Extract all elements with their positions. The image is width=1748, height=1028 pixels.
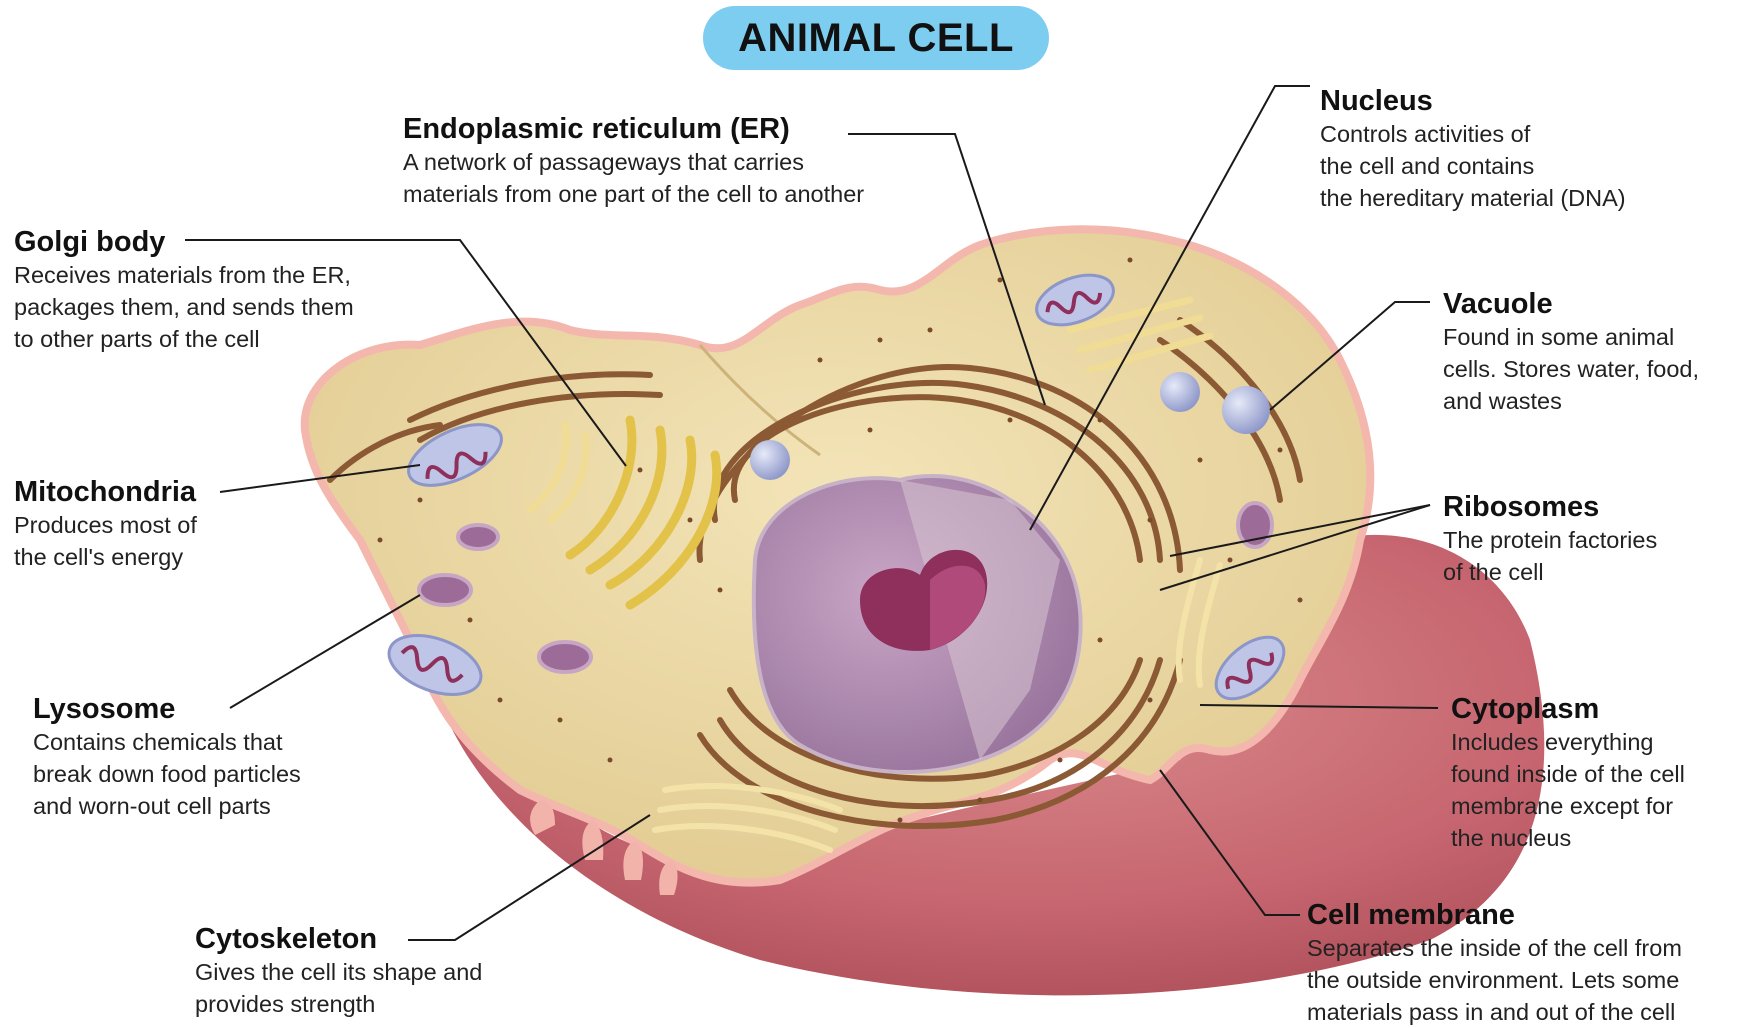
title-banner: ANIMAL CELL	[703, 6, 1049, 70]
label-name: Golgi body	[14, 225, 354, 259]
label-description: Receives materials from the ER,packages …	[14, 259, 354, 355]
label-cytoskeleton: Cytoskeleton Gives the cell its shape an…	[195, 922, 482, 1020]
label-name: Cytoplasm	[1451, 692, 1685, 726]
label-name: Cell membrane	[1307, 898, 1682, 932]
label-name: Ribosomes	[1443, 490, 1657, 524]
label-golgi-body: Golgi body Receives materials from the E…	[14, 225, 354, 355]
label-endoplasmic-reticulum: Endoplasmic reticulum (ER) A network of …	[403, 112, 864, 210]
label-name: Nucleus	[1320, 84, 1626, 118]
label-cell-membrane: Cell membrane Separates the inside of th…	[1307, 898, 1682, 1028]
page-title: ANIMAL CELL	[738, 16, 1014, 61]
label-name: Endoplasmic reticulum (ER)	[403, 112, 864, 146]
label-name: Lysosome	[33, 692, 301, 726]
label-name: Vacuole	[1443, 287, 1699, 321]
label-name: Mitochondria	[14, 475, 197, 509]
label-name: Cytoskeleton	[195, 922, 482, 956]
